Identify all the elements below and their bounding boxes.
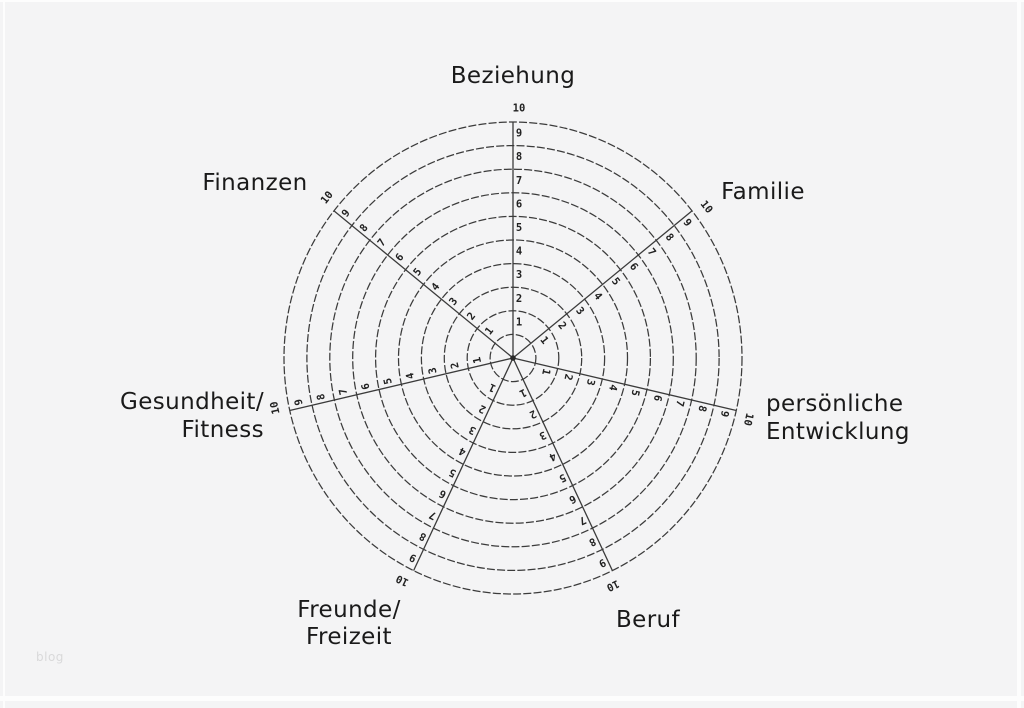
tick-label: 5 xyxy=(557,471,568,485)
tick-label: 6 xyxy=(359,382,372,391)
tick-label: 9 xyxy=(597,556,608,570)
axis-label-text: Finanzen xyxy=(202,170,308,196)
tick-label: 6 xyxy=(567,492,578,506)
tick-label: 9 xyxy=(516,128,522,140)
tick-label: 1 xyxy=(516,316,522,328)
tick-label: 9 xyxy=(292,398,305,407)
frame-bottom-line xyxy=(0,696,1024,701)
tick-label: 10 xyxy=(513,103,526,115)
tick-label: 2 xyxy=(477,402,488,416)
frame-left-line xyxy=(3,0,5,708)
tick-label: 8 xyxy=(315,392,328,401)
tick-label: 7 xyxy=(673,399,686,408)
tick-label: 8 xyxy=(417,530,428,544)
tick-label: 2 xyxy=(449,361,462,370)
tick-label: 8 xyxy=(516,151,522,163)
tick-label: 10 xyxy=(319,189,336,206)
spoke-line xyxy=(413,357,514,571)
tick-label: 7 xyxy=(577,513,588,527)
spoke-line xyxy=(333,210,514,359)
axis-label-text: Freizeit xyxy=(306,624,392,650)
tick-label: 4 xyxy=(516,246,522,258)
tick-label: 10 xyxy=(394,572,411,588)
tick-label: 9 xyxy=(407,551,418,565)
axis-label-beruf: Beruf xyxy=(616,606,680,634)
tick-label: 8 xyxy=(587,535,598,549)
tick-label: 3 xyxy=(537,428,548,442)
tick-label: 1 xyxy=(539,367,552,376)
tick-label: 2 xyxy=(561,373,574,382)
tick-label: 7 xyxy=(516,175,522,187)
axis-label-text: Familie xyxy=(721,179,805,205)
axis-label-beziehung: Beziehung xyxy=(451,62,575,90)
tick-label: 2 xyxy=(516,293,522,305)
center-dot xyxy=(510,355,516,361)
tick-label: 4 xyxy=(404,371,417,380)
tick-label: 10 xyxy=(268,400,283,415)
tick-label: 3 xyxy=(426,366,439,375)
axis-label-text: Gesundheit/ xyxy=(120,389,264,415)
tick-label: 5 xyxy=(447,466,458,480)
axis-label-text: Freunde/ xyxy=(297,597,401,623)
tick-label: 1 xyxy=(517,386,528,400)
tick-label: 8 xyxy=(695,404,708,413)
tick-label: 3 xyxy=(467,423,478,437)
frame-top-line xyxy=(0,0,1024,2)
tick-label: 1 xyxy=(487,381,498,395)
tick-label: 9 xyxy=(718,409,731,418)
spoke-line xyxy=(289,357,514,412)
axis-label-familie: Familie xyxy=(721,178,805,206)
tick-label: 2 xyxy=(527,407,538,421)
tick-label: 5 xyxy=(628,388,641,397)
tick-label: 7 xyxy=(427,508,438,522)
axis-label-finanzen: Finanzen xyxy=(202,169,307,197)
tick-label: 5 xyxy=(382,377,395,386)
tick-label: 3 xyxy=(584,378,597,387)
grid-ring xyxy=(329,168,697,548)
spoke-line xyxy=(512,210,693,359)
tick-label: 6 xyxy=(651,394,664,403)
tick-label: 10 xyxy=(741,412,756,427)
tick-label: 3 xyxy=(516,269,522,281)
tick-label: 6 xyxy=(437,487,448,501)
tick-label: 4 xyxy=(457,444,468,458)
axis-label-text: Entwicklung xyxy=(766,419,910,445)
tick-label: 1 xyxy=(471,356,484,365)
tick-label: 6 xyxy=(516,198,522,210)
tick-label: 4 xyxy=(606,383,619,392)
axis-label-persoenliche-entwicklung: persönliche Entwicklung xyxy=(766,390,910,446)
tick-label: 7 xyxy=(337,387,350,396)
axis-label-text: persönliche xyxy=(766,391,904,417)
tick-label: 5 xyxy=(516,222,522,234)
watermark: blog xyxy=(36,650,64,664)
tick-label: 10 xyxy=(604,577,621,593)
axis-label-gesundheit-fitness: Gesundheit/ Fitness xyxy=(120,388,264,444)
grid-ring xyxy=(420,262,606,454)
frame-right-line xyxy=(1017,0,1021,708)
axis-label-text: Beziehung xyxy=(450,63,576,89)
tick-label: 4 xyxy=(547,450,558,464)
axis-label-text: Beruf xyxy=(615,607,681,633)
tick-label: 10 xyxy=(698,198,715,215)
spoke-line xyxy=(512,357,737,412)
axis-label-text: Fitness xyxy=(181,417,264,443)
spoke-line xyxy=(512,357,613,571)
axis-label-freunde-freizeit: Freunde/ Freizeit xyxy=(297,597,401,651)
